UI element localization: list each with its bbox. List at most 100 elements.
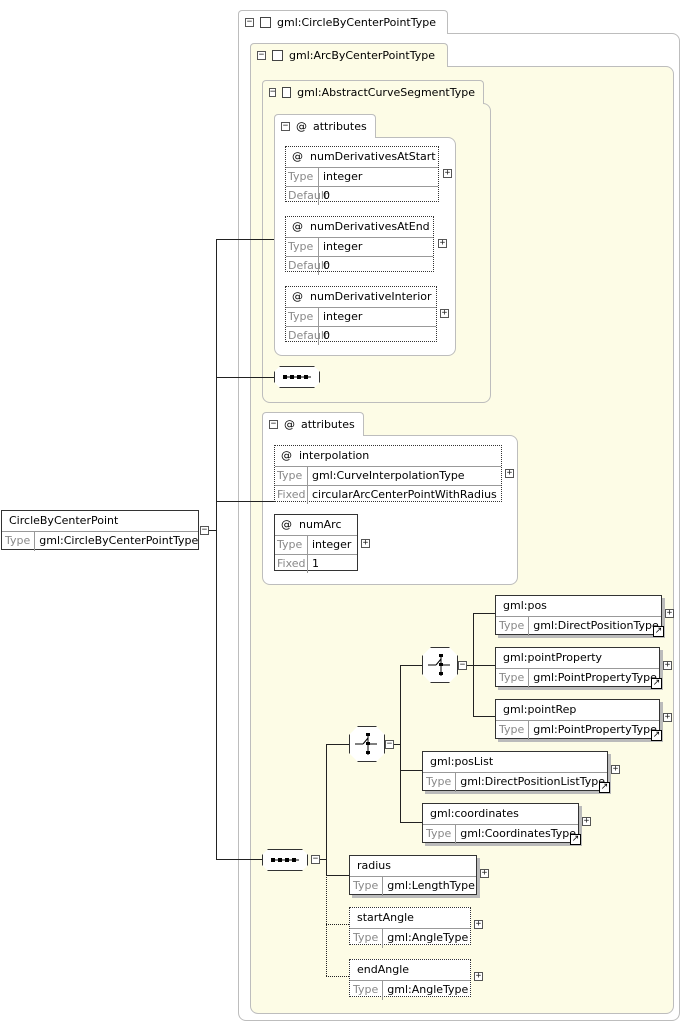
complex-type-icon [282, 87, 292, 98]
type-value: gml:CoordinatesType [460, 827, 577, 840]
at-icon: @ [281, 449, 292, 462]
type-value: gml:CircleByCenterPointType [39, 534, 199, 547]
collapse-toggle[interactable]: − [269, 87, 277, 97]
element-name: gml:coordinates [430, 807, 519, 820]
type-value: gml:DirectPositionListType [460, 775, 605, 788]
arc-type-label: gml:ArcByCenterPointType [289, 49, 435, 62]
expand-toggle[interactable]: + [611, 764, 620, 774]
inner-choice-compositor[interactable] [422, 647, 460, 685]
type-key: Type [286, 238, 319, 256]
expand-toggle[interactable]: + [443, 168, 452, 178]
expand-toggle[interactable]: + [361, 538, 370, 548]
attribute-name: numDerivativeInterior [310, 290, 432, 303]
collapse-toggle[interactable]: − [257, 50, 266, 60]
connector-line [400, 665, 422, 666]
expand-toggle[interactable]: + [505, 468, 514, 478]
default-value: 0 [323, 329, 330, 342]
arc-type-tab[interactable]: − gml:ArcByCenterPointType [250, 43, 448, 67]
connector-line [473, 716, 495, 717]
arc-attributes-tab[interactable]: − @ attributes [262, 412, 364, 436]
collapse-toggle[interactable]: − [311, 854, 320, 864]
expand-toggle[interactable]: + [663, 660, 672, 670]
main-sequence-compositor[interactable] [262, 849, 308, 871]
attribute-num-derivative-interior[interactable]: @ numDerivativeInterior Type integer Defa… [285, 286, 437, 345]
attribute-name: numArc [299, 518, 342, 531]
attribute-name: numDerivativesAtEnd [310, 220, 430, 233]
reference-arrow-icon[interactable]: ↗ [653, 626, 664, 637]
type-value: integer [323, 240, 363, 253]
collapse-toggle[interactable]: − [385, 739, 394, 749]
type-key: Type [275, 467, 308, 485]
expand-toggle[interactable]: + [474, 919, 483, 929]
type-value: gml:DirectPositionType [533, 619, 659, 632]
abstract-attributes-tab[interactable]: − @ attributes [274, 114, 376, 138]
attribute-name: interpolation [299, 449, 370, 462]
optional-connector-line [326, 875, 327, 976]
at-icon: @ [292, 150, 303, 163]
type-value: gml:PointPropertyType [533, 671, 657, 684]
at-icon: @ [292, 220, 303, 233]
at-icon: @ [292, 290, 303, 303]
circle-type-tab[interactable]: − gml:CircleByCenterPointType [238, 10, 448, 34]
element-name: gml:pos [503, 599, 547, 612]
optional-connector-line [326, 924, 349, 925]
element-name: startAngle [357, 911, 414, 924]
type-value: integer [312, 538, 352, 551]
attributes-label: attributes [301, 418, 355, 431]
root-element-name: CircleByCenterPoint [9, 514, 119, 527]
abstract-type-tab[interactable]: − gml:AbstractCurveSegmentType [262, 80, 484, 104]
at-icon: @ [296, 120, 307, 133]
reference-arrow-icon[interactable]: ↗ [599, 782, 610, 793]
reference-arrow-icon[interactable]: ↗ [651, 678, 662, 689]
type-key: Type [423, 773, 457, 792]
expand-toggle[interactable]: + [440, 308, 449, 318]
default-key: Default [286, 327, 328, 345]
type-key: Type [286, 308, 319, 326]
expand-toggle[interactable]: + [474, 971, 483, 981]
at-icon: @ [284, 418, 295, 431]
type-value: integer [323, 310, 363, 323]
expand-toggle[interactable]: + [582, 816, 591, 826]
optional-connector-line [326, 976, 349, 977]
outer-choice-compositor[interactable] [349, 726, 387, 764]
reference-arrow-icon[interactable]: ↗ [570, 834, 581, 845]
collapse-toggle[interactable]: − [200, 525, 209, 535]
fixed-value: 1 [312, 557, 319, 570]
connector-line [216, 377, 274, 378]
expand-toggle[interactable]: + [480, 868, 489, 878]
type-key: Type [350, 929, 384, 948]
element-name: gml:posList [430, 755, 494, 768]
collapse-toggle[interactable]: − [245, 17, 254, 27]
connector-line [394, 744, 400, 745]
attributes-label: attributes [313, 120, 367, 133]
connector-line [209, 530, 216, 531]
connector-line [400, 665, 401, 823]
expand-toggle[interactable]: + [665, 608, 674, 618]
type-key: Type [496, 669, 530, 688]
expand-toggle[interactable]: + [663, 712, 672, 722]
collapse-toggle[interactable]: − [269, 419, 278, 429]
expand-toggle[interactable]: + [438, 238, 447, 248]
type-key: Type [496, 617, 530, 636]
choice-icon [428, 654, 450, 676]
type-value: gml:AngleType [387, 931, 469, 944]
collapse-toggle[interactable]: − [458, 660, 467, 670]
abstract-sequence-compositor[interactable] [274, 366, 320, 388]
fixed-key: Fixed [275, 555, 308, 573]
reference-arrow-icon[interactable]: ↗ [651, 730, 662, 741]
connector-line [216, 239, 217, 860]
collapse-toggle[interactable]: − [281, 121, 290, 131]
